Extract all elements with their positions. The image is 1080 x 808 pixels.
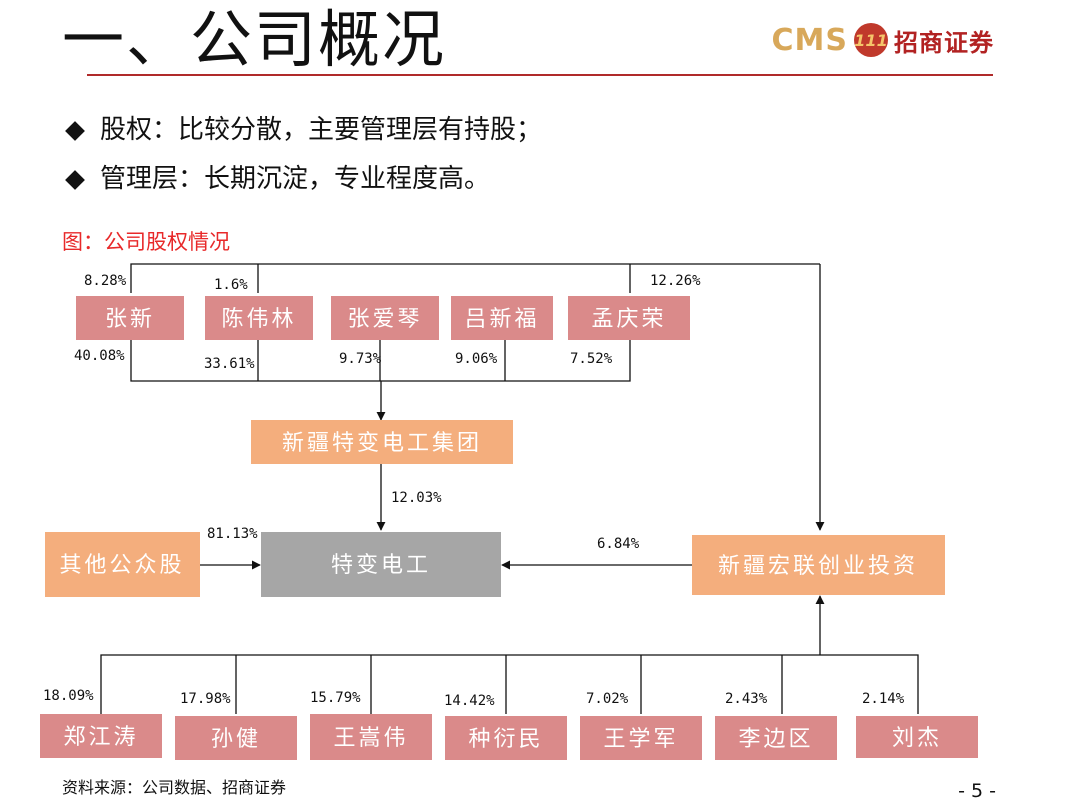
holder-box-liujie: 刘杰 <box>856 716 978 758</box>
holder-box-sunjian: 孙健 <box>175 716 297 760</box>
pct-label: 15.79% <box>310 690 361 706</box>
top-connector-group <box>130 340 631 421</box>
public-name: 其他公众股 <box>59 553 184 578</box>
holder-name: 刘杰 <box>892 726 942 751</box>
holder-box-wangsongwei: 王嵩伟 <box>310 714 432 760</box>
pct-label: 7.02% <box>586 691 629 707</box>
logo-cms-text: CMS <box>771 22 848 58</box>
holder-box-zhongyanmin: 种衍民 <box>445 716 567 760</box>
pct-label: 14.42% <box>444 693 495 709</box>
pct-label: 8.28% <box>84 273 127 289</box>
source-note: 资料来源：公司数据、招商证券 <box>62 778 287 797</box>
group-name: 新疆特变电工集团 <box>282 431 482 456</box>
holder-box-zhengjiangtao: 郑江涛 <box>40 714 162 758</box>
bullet-text: 股权：比较分散，主要管理层有持股； <box>100 115 543 145</box>
page-title: 一、公司概况 <box>62 3 447 76</box>
holder-box-zhangaiqin: 张爱琴 <box>331 296 439 340</box>
investor-name: 新疆宏联创业投资 <box>718 554 918 579</box>
holder-name: 王学军 <box>603 727 678 752</box>
holder-name: 张爱琴 <box>347 307 422 332</box>
bottom-connector <box>100 595 919 714</box>
holder-box-lvxinfu: 吕新福 <box>451 296 553 340</box>
pct-label: 12.03% <box>391 490 442 506</box>
public-box: 其他公众股 <box>45 532 200 597</box>
page-number: - 5 - <box>958 780 996 802</box>
pct-label: 9.06% <box>455 351 498 367</box>
holder-name: 张新 <box>105 307 155 332</box>
holder-name: 种衍民 <box>468 727 543 752</box>
bullet-list: 股权：比较分散，主要管理层有持股； 管理层：长期沉淀，专业程度高。 <box>62 106 542 204</box>
top-connector-hongliang <box>130 263 825 531</box>
pct-label: 33.61% <box>204 356 255 372</box>
holder-name: 孟庆荣 <box>591 307 666 332</box>
cms-logo: CMS 111 招商证券 <box>772 18 994 62</box>
logo-mark-icon: 111 <box>854 23 888 57</box>
holder-name: 吕新福 <box>464 307 539 332</box>
figure-caption: 图：公司股权情况 <box>62 230 230 254</box>
holder-name: 李边区 <box>738 727 813 752</box>
holder-name: 王嵩伟 <box>333 726 408 751</box>
holder-box-wangxuejun: 王学军 <box>580 716 702 760</box>
pct-label: 2.14% <box>862 691 905 707</box>
pct-label: 6.84% <box>597 536 640 552</box>
center-name: 特变电工 <box>331 553 431 578</box>
pct-label: 2.43% <box>725 691 768 707</box>
bullet-item: 管理层：长期沉淀，专业程度高。 <box>62 155 542 204</box>
center-box: 特变电工 <box>261 532 501 597</box>
holder-name: 郑江涛 <box>63 725 138 750</box>
holder-box-mengqingrong: 孟庆荣 <box>568 296 690 340</box>
investor-box: 新疆宏联创业投资 <box>692 535 945 595</box>
holder-box-chenweilin: 陈伟林 <box>205 296 313 340</box>
bullet-item: 股权：比较分散，主要管理层有持股； <box>62 106 542 155</box>
holder-name: 陈伟林 <box>221 307 296 332</box>
holder-box-zhangxin: 张新 <box>76 296 184 340</box>
pct-label: 81.13% <box>207 526 258 542</box>
holder-name: 孙健 <box>211 727 261 752</box>
pct-label: 40.08% <box>74 348 125 364</box>
holder-box-libianqu: 李边区 <box>715 716 837 760</box>
pct-label: 18.09% <box>43 688 94 704</box>
pct-label: 9.73% <box>339 351 382 367</box>
pct-label: 7.52% <box>570 351 613 367</box>
logo-company-name: 招商证券 <box>894 28 994 57</box>
pct-label: 17.98% <box>180 691 231 707</box>
title-divider <box>87 74 993 76</box>
group-box: 新疆特变电工集团 <box>251 420 513 464</box>
pct-label: 1.6% <box>214 277 248 293</box>
pct-label: 12.26% <box>650 273 701 289</box>
bullet-text: 管理层：长期沉淀，专业程度高。 <box>100 164 491 194</box>
